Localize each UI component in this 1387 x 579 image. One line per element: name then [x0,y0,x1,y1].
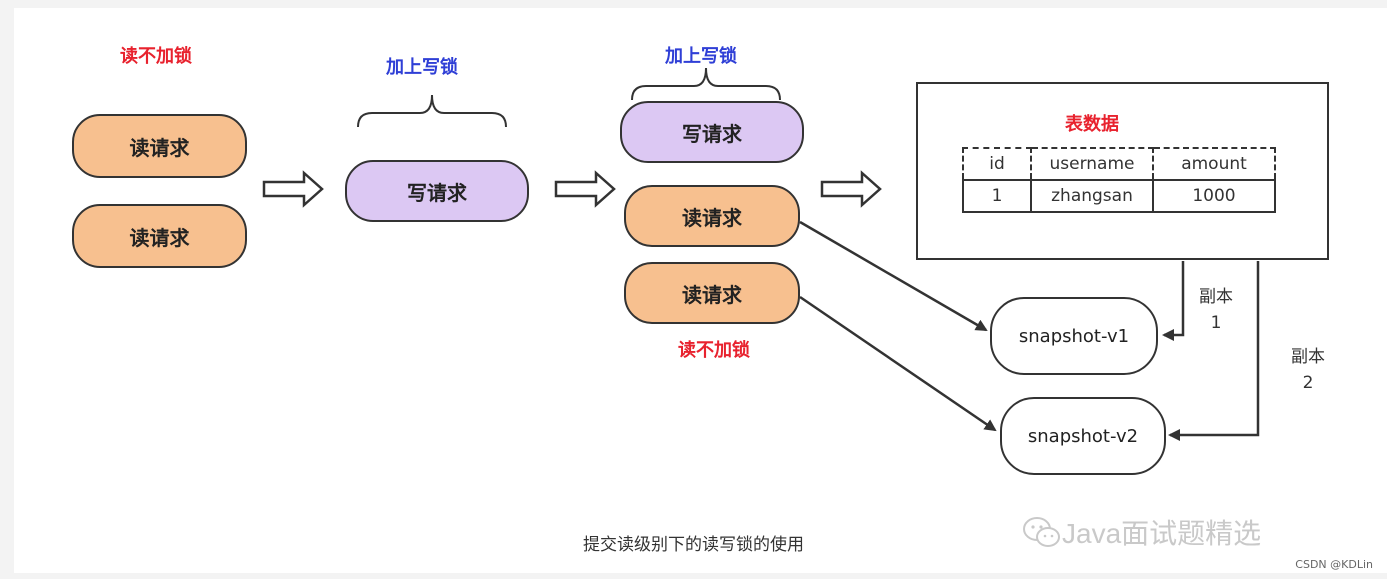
column-header-id: id [962,147,1032,181]
column-header-username: username [1030,147,1154,181]
copy-2-label-line2: 2 [1302,373,1314,393]
label-read-no-lock-stage3: 读不加锁 [678,340,750,361]
write-request-stage3: 写请求 [620,101,804,163]
watermark-text: Java面试题精选 [1062,518,1262,549]
brace-stage2 [357,94,507,128]
read-request-stage3-1: 读请求 [624,185,800,247]
hollow-arrow-1 [262,170,324,208]
copy-1-label-line1: 副本 [1199,287,1233,307]
csdn-credit: CSDN @KDLin [1295,558,1373,571]
wechat-icon [1023,517,1060,547]
snapshot-v2-node: snapshot-v2 [1000,397,1166,475]
column-header-amount: amount [1152,147,1276,181]
cell-amount: 1000 [1152,179,1276,213]
copy-2-label: 副本 2 [1286,344,1330,396]
copy-arrow-2 [1168,261,1260,441]
copy-1-label: 副本 1 [1194,284,1238,336]
table-header-row: id username amount [962,147,1276,181]
arrow-read2-to-snapshot-v2 [799,295,997,432]
read-request-1: 读请求 [72,114,247,178]
write-request-stage2: 写请求 [345,160,529,222]
cell-id: 1 [962,179,1032,213]
snapshot-v1-node: snapshot-v1 [990,297,1158,375]
copy-1-label-line2: 1 [1210,313,1222,333]
data-table: id username amount 1 zhangsan 1000 [962,147,1276,213]
label-write-lock-stage3: 加上写锁 [665,46,737,67]
copy-arrow-1 [1162,261,1185,341]
read-request-2: 读请求 [72,204,247,268]
hollow-arrow-2 [554,170,616,208]
table-title: 表数据 [1065,114,1119,135]
arrow-read1-to-snapshot-v1 [799,220,988,332]
label-write-lock-stage2: 加上写锁 [386,57,458,78]
read-request-stage3-2: 读请求 [624,262,800,324]
table-row: 1 zhangsan 1000 [962,179,1276,213]
hollow-arrow-3 [820,170,882,208]
bottom-edge-strip [0,573,1387,579]
top-edge-strip [0,0,1387,8]
brace-stage3 [631,67,781,101]
cell-username: zhangsan [1030,179,1154,213]
label-read-no-lock-stage1: 读不加锁 [120,46,192,67]
figure-caption: 提交读级别下的读写锁的使用 [583,535,804,555]
left-edge-strip [0,0,14,579]
copy-2-label-line1: 副本 [1291,347,1325,367]
